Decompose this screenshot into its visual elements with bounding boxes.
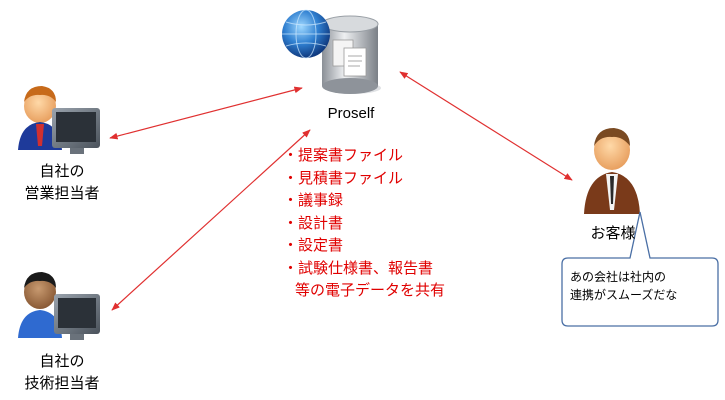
file-item: ・設計書: [283, 213, 344, 232]
server-globe-icon: [282, 9, 381, 94]
tech-label-line2: 技術担当者: [24, 374, 100, 392]
file-item: ・設定書: [283, 236, 344, 254]
file-item: ・議事録: [283, 191, 344, 209]
speech-bubble-text: あの会社は社内の 連携がスムーズだな: [570, 268, 720, 304]
sales-label-line2: 営業担当者: [24, 184, 100, 202]
file-item: ・見積書ファイル: [283, 168, 404, 187]
sales-person-label: 自社の 営業担当者: [22, 160, 102, 204]
bubble-line1: あの会社は社内の: [570, 270, 667, 284]
tech-label-line1: 自社の: [39, 352, 85, 370]
customer-label: お客様: [590, 224, 636, 242]
tech-person-label: 自社の 技術担当者: [22, 350, 102, 394]
file-item: ・試験仕様書、報告書: [283, 258, 434, 277]
bubble-line2: 連携がスムーズだな: [570, 288, 678, 302]
arrow-server-customer: [399, 71, 573, 181]
customer-icon: [584, 128, 640, 214]
shared-note: 等の電子データを共有: [295, 281, 446, 299]
arrow-server-tech: [111, 129, 311, 311]
speech-bubble: [561, 211, 719, 327]
sales-label-line1: 自社の: [39, 162, 85, 180]
file-item: ・提案書ファイル: [283, 146, 404, 164]
arrow-server-sales: [109, 86, 303, 140]
shared-files-list: ・提案書ファイル ・見積書ファイル ・議事録 ・設計書 ・設定書 ・試験仕様書、…: [283, 144, 445, 302]
engineer-computer-icon: [18, 272, 100, 340]
businessman-computer-icon: [18, 86, 100, 154]
server-label: Proself: [327, 105, 375, 122]
